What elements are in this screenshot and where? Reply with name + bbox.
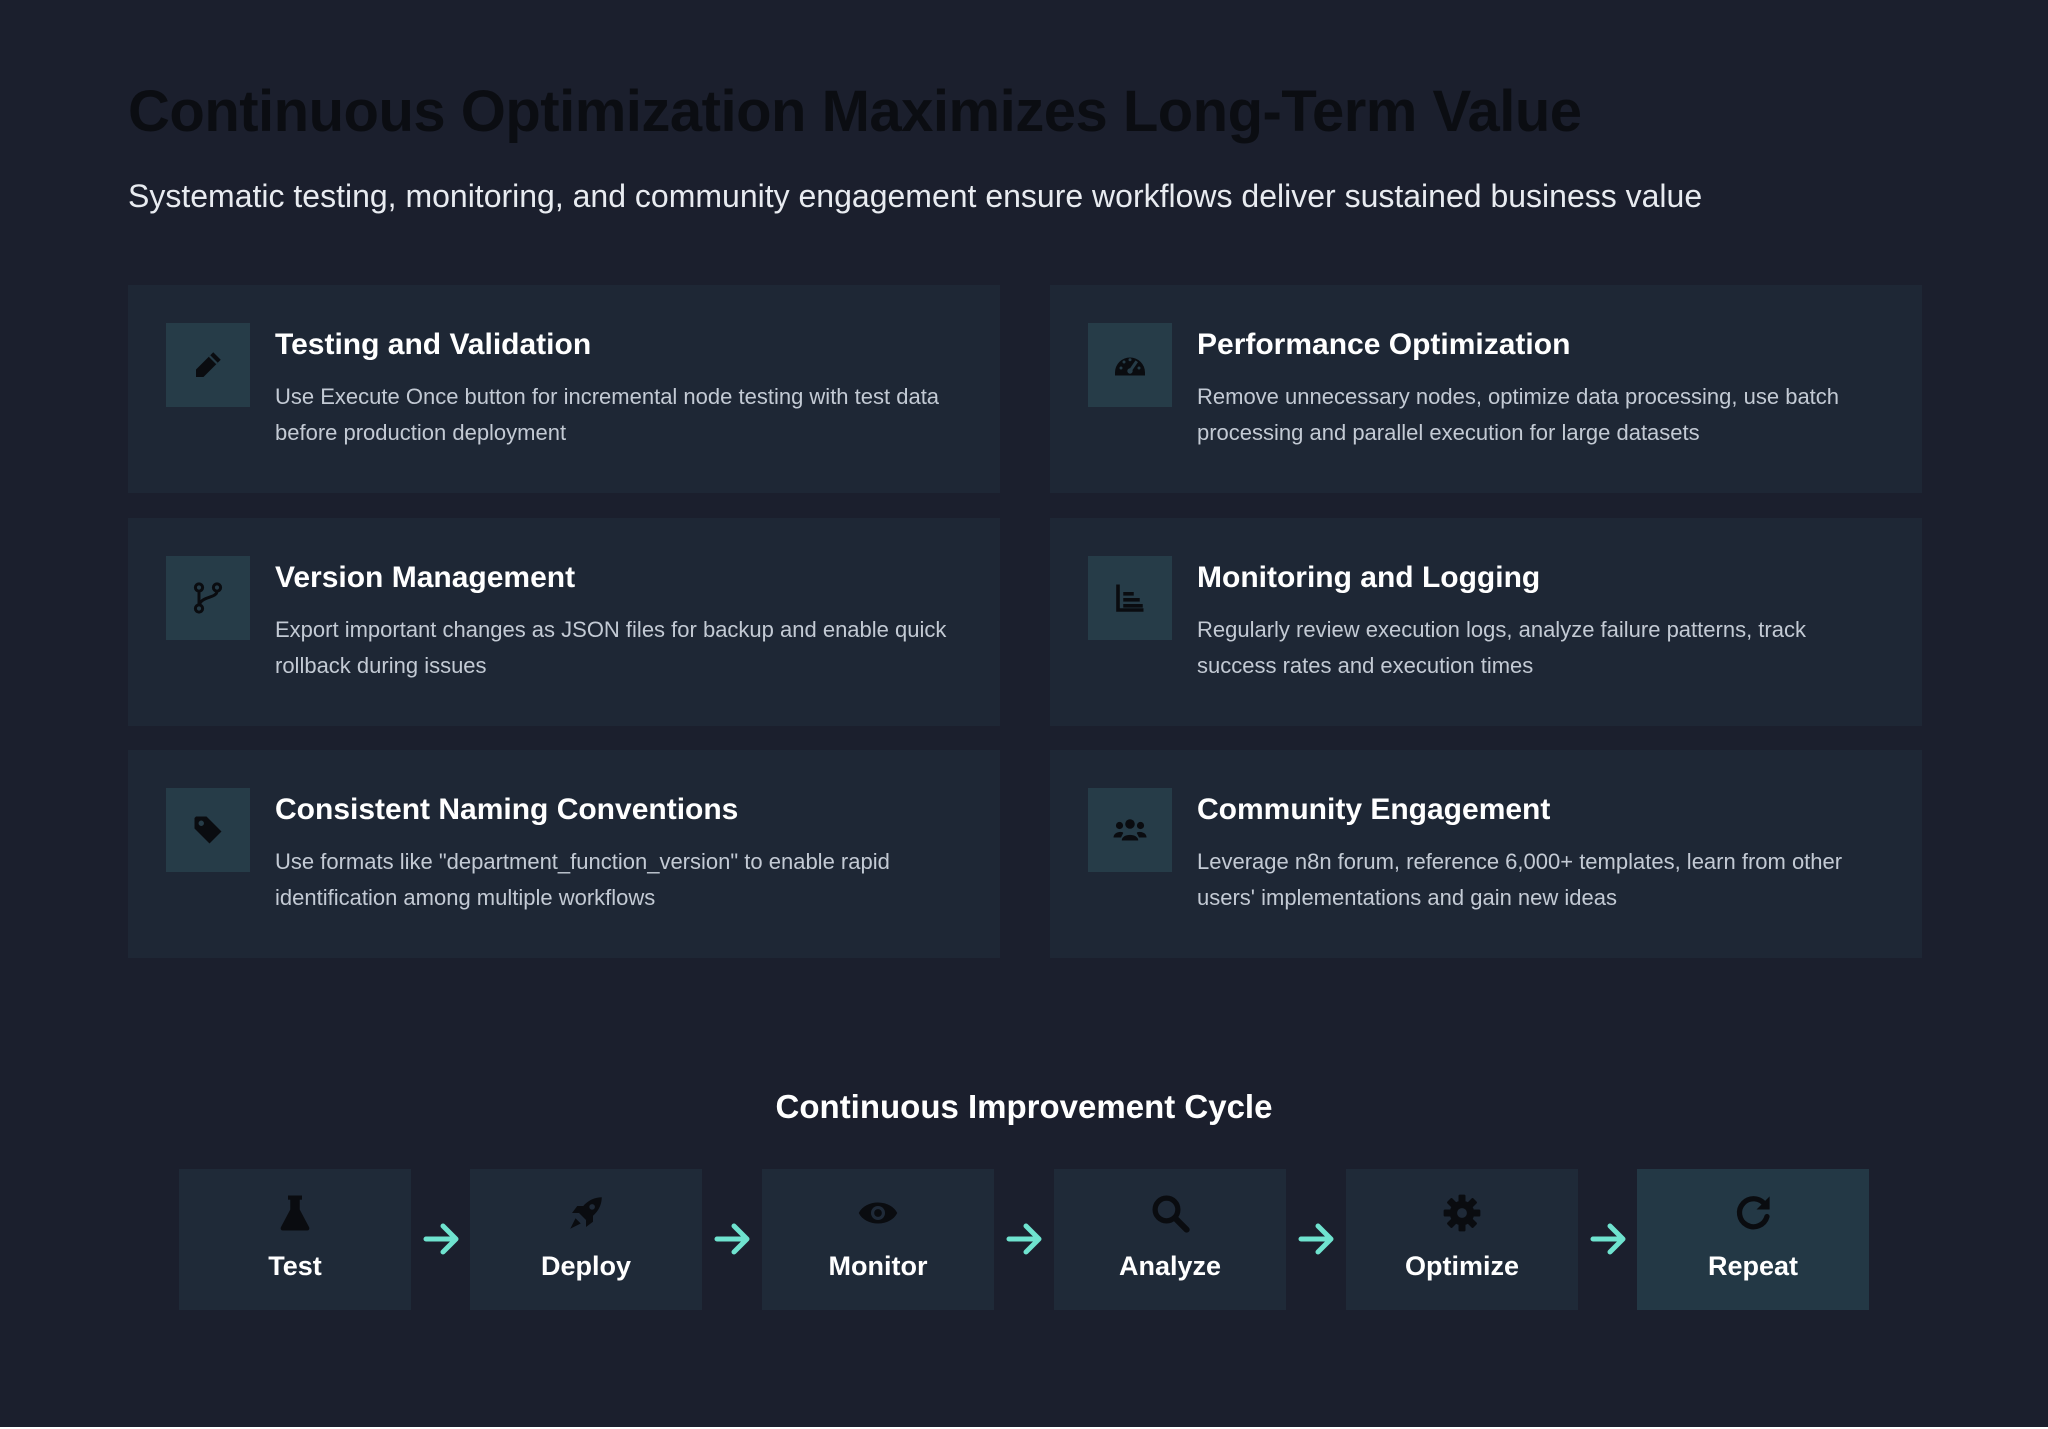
step-label: Test [268, 1251, 322, 1281]
card-title: Testing and Validation [275, 328, 592, 361]
card-icon-box [1088, 788, 1172, 872]
card-icon-box [166, 788, 250, 872]
step-label: Repeat [1707, 1251, 1799, 1281]
cycle-step-analyze: Analyze [1054, 1169, 1286, 1310]
cycle-step-deploy: Deploy [470, 1169, 702, 1310]
card-description: Remove unnecessary nodes, optimize data … [1197, 384, 1840, 445]
cycle-step-optimize: Optimize [1346, 1169, 1578, 1310]
card-naming-conventions: Consistent Naming Conventions Use format… [128, 750, 1000, 958]
chart-bars-icon [1116, 584, 1144, 612]
cycle-step-repeat: Repeat [1637, 1169, 1869, 1310]
card-community-engagement: Community Engagement Leverage n8n forum,… [1050, 750, 1922, 958]
arrow-right-icon [1006, 1223, 1042, 1255]
card-title: Consistent Naming Conventions [275, 793, 739, 826]
card-title: Version Management [275, 561, 576, 594]
step-label: Deploy [540, 1251, 632, 1281]
card-title: Community Engagement [1197, 793, 1551, 826]
card-testing-validation: Testing and Validation Use Execute Once … [128, 285, 1000, 493]
gauge-icon [1115, 357, 1145, 376]
card-description: Use formats like "department_function_ve… [275, 849, 890, 910]
flask-icon [280, 1195, 310, 1231]
rocket-icon [570, 1197, 602, 1229]
card-description: Export important changes as JSON files f… [275, 617, 947, 678]
arrow-right-icon [1298, 1223, 1334, 1255]
redo-icon [1736, 1196, 1770, 1230]
page-title: Continuous Optimization Maximizes Long-T… [128, 79, 1582, 144]
cycle-title: Continuous Improvement Cycle [775, 1088, 1273, 1125]
card-icon-box [1088, 323, 1172, 407]
card-description: Use Execute Once button for incremental … [275, 384, 940, 445]
gear-icon [1443, 1194, 1481, 1232]
card-performance-optimization: Performance Optimization Remove unnecess… [1050, 285, 1922, 493]
card-version-management: Version Management Export important chan… [128, 518, 1000, 726]
pen-icon [196, 352, 221, 377]
step-label: Analyze [1118, 1251, 1222, 1281]
arrow-right-icon [1590, 1223, 1626, 1255]
card-description: Leverage n8n forum, reference 6,000+ tem… [1197, 849, 1843, 910]
tag-icon [194, 816, 222, 844]
cycle-step-monitor: Monitor [762, 1169, 994, 1310]
step-label: Optimize [1404, 1251, 1519, 1281]
code-branch-icon [193, 582, 223, 614]
users-icon [1113, 819, 1147, 841]
card-title: Performance Optimization [1197, 328, 1571, 361]
page-subtitle: Systematic testing, monitoring, and comm… [128, 178, 1703, 214]
card-icon-box [1088, 556, 1172, 640]
cycle-step-test: Test [179, 1169, 411, 1310]
eye-icon [858, 1202, 898, 1224]
card-title: Monitoring and Logging [1197, 561, 1541, 594]
arrow-right-icon [714, 1223, 750, 1255]
card-icon-box [166, 323, 250, 407]
magnifier-icon [1152, 1195, 1190, 1233]
card-description: Regularly review execution logs, analyze… [1197, 617, 1806, 678]
step-label: Monitor [828, 1251, 928, 1281]
arrow-right-icon [423, 1223, 459, 1255]
card-monitoring-logging: Monitoring and Logging Regularly review … [1050, 518, 1922, 726]
card-icon-box [166, 556, 250, 640]
